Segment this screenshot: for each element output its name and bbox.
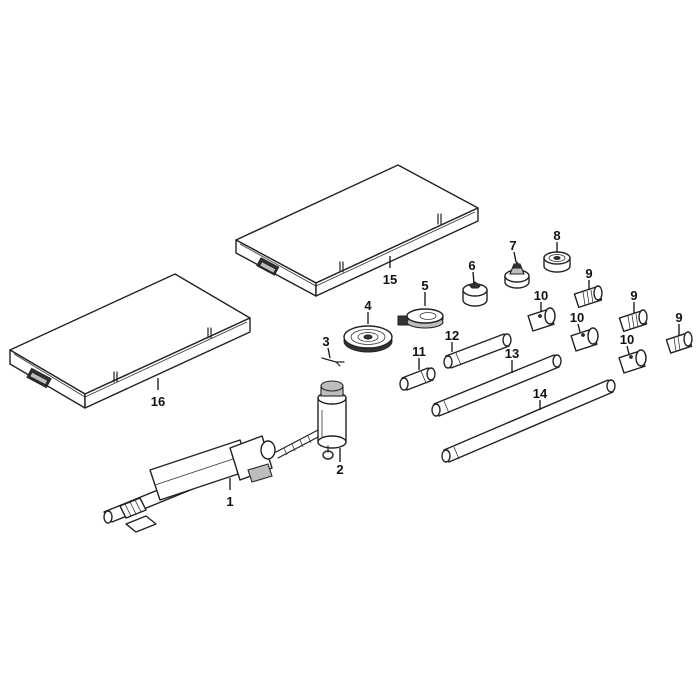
leader-6 [472,271,475,285]
label-10a: 10 [534,288,548,303]
threaded-coupler-c [665,331,693,354]
label-12: 12 [445,328,459,343]
storage-case-lower [9,273,251,409]
leader-3 [327,347,331,359]
label-13: 13 [505,346,519,361]
label-1: 1 [226,494,233,509]
wedge-head [397,308,444,329]
leader-10c [626,345,630,355]
leader-7 [513,251,517,263]
label-9c: 9 [675,310,682,325]
label-3: 3 [322,334,329,349]
label-7: 7 [509,238,516,253]
threaded-coupler-a [573,285,603,309]
plain-sleeve-a [527,307,556,332]
storage-case-upper [235,164,479,297]
label-4: 4 [364,298,372,313]
label-8: 8 [553,228,560,243]
label-9b: 9 [630,288,637,303]
threaded-coupler-b [618,309,648,333]
extension-tube-short [399,367,436,391]
label-14: 14 [533,386,548,401]
hex-key [321,357,345,367]
cone-head [504,261,530,289]
label-9a: 9 [585,266,592,281]
leader-10b [577,323,581,333]
flat-base [343,325,393,353]
label-5: 5 [421,278,428,293]
label-16: 16 [151,394,165,409]
extension-tube-extra-long [441,379,616,463]
label-2: 2 [336,462,343,477]
label-15: 15 [383,272,397,287]
label-11: 11 [412,344,426,359]
extension-tube-medium [443,333,512,369]
plain-sleeve-c [618,349,647,374]
hand-pump [103,429,321,533]
v-base-saddle [462,281,488,307]
hydraulic-cylinder [317,380,347,460]
label-10c: 10 [620,332,634,347]
serrated-saddle [543,251,571,273]
label-10b: 10 [570,310,584,325]
label-6: 6 [468,258,475,273]
extension-tube-long [431,354,562,417]
plain-sleeve-b [570,327,599,352]
